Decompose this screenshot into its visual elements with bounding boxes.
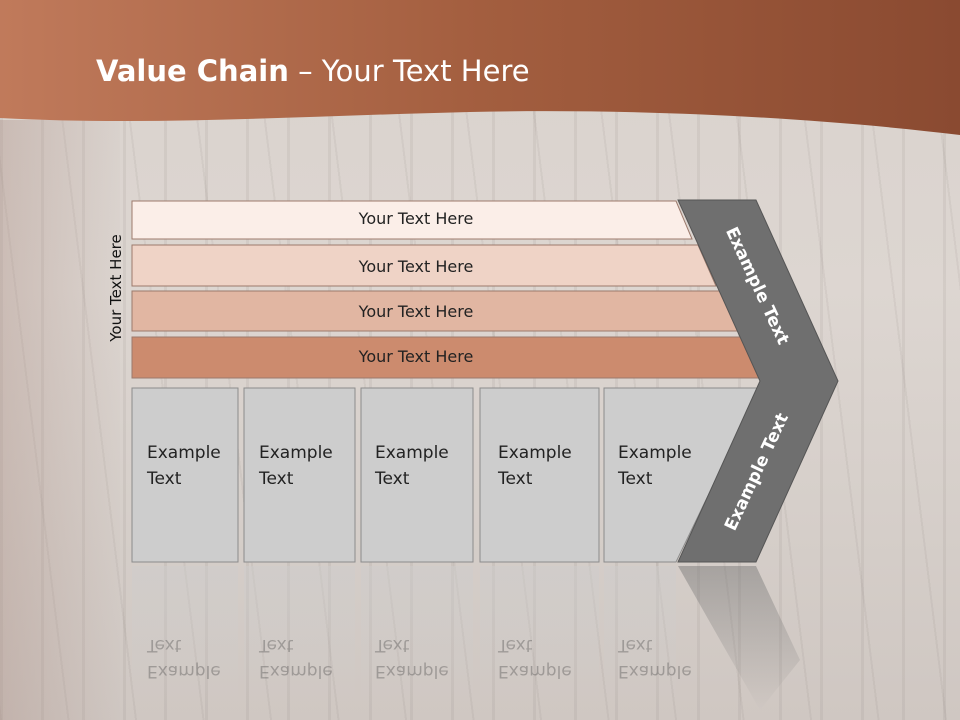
box-1-reflection <box>132 566 238 706</box>
box-5-reflection <box>604 566 676 706</box>
row-label-3: Your Text Here <box>358 302 474 321</box>
row-bar-1 <box>131 200 693 240</box>
refl-3-line2: Text <box>375 635 410 655</box>
side-label: Your Text Here <box>107 234 125 342</box>
refl-1-line2: Text <box>147 635 182 655</box>
box-label-5-reflection: Example Text <box>618 632 718 684</box>
refl-2-line1: Example <box>259 661 333 681</box>
refl-2-line2: Text <box>259 635 294 655</box>
box-label-1-line1: Example <box>147 443 221 463</box>
box-label-1-reflection: Example Text <box>147 632 247 684</box>
box-1 <box>131 387 239 563</box>
header-band <box>0 0 960 135</box>
box-label-2-reflection: Example Text <box>259 632 359 684</box>
refl-5-line2: Text <box>618 635 653 655</box>
box-label-3-line2: Text <box>375 469 410 489</box>
page-title: Value Chain – Your Text Here <box>96 54 530 88</box>
box-label-2-line1: Example <box>259 443 333 463</box>
box-4-reflection <box>480 566 599 706</box>
box-label-4-reflection: Example Text <box>498 632 598 684</box>
background-wall-left <box>0 120 120 720</box>
box-2 <box>243 387 356 563</box>
value-chevron <box>677 199 839 563</box>
box-label-3-reflection: Example Text <box>375 632 475 684</box>
box-label-1-line2: Text <box>147 469 182 489</box>
box-label-4-line1: Example <box>498 443 572 463</box>
title-bold: Value Chain <box>96 54 289 88</box>
title-rest: – Your Text Here <box>288 54 530 88</box>
box-label-4-line2: Text <box>498 469 533 489</box>
box-4 <box>479 387 600 563</box>
box-label-5-line2: Text <box>618 469 653 489</box>
refl-4-line1: Example <box>498 661 572 681</box>
value-chevron-reflection <box>678 566 800 710</box>
refl-1-line1: Example <box>147 661 221 681</box>
box-2-reflection <box>244 566 355 706</box>
row-bar-2 <box>131 244 717 287</box>
box-label-5-line1: Example <box>618 443 692 463</box>
box-5 <box>603 387 761 563</box>
row-label-4: Your Text Here <box>358 347 474 366</box>
box-label-2-line2: Text <box>259 469 294 489</box>
box-3-reflection <box>361 566 473 706</box>
refl-5-line1: Example <box>618 661 692 681</box>
row-label-1: Your Text Here <box>358 209 474 228</box>
box-3 <box>360 387 474 563</box>
box-label-3-line1: Example <box>375 443 449 463</box>
refl-3-line1: Example <box>375 661 449 681</box>
refl-4-line2: Text <box>498 635 533 655</box>
row-label-2: Your Text Here <box>358 257 474 276</box>
